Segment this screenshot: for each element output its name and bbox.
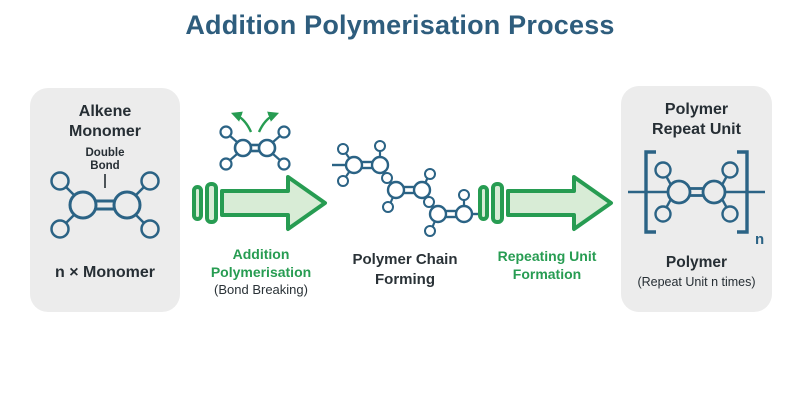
polymer-panel-title-text: Polymer Repeat Unit bbox=[652, 101, 741, 138]
alkene-monomer-structure-icon: Double Bond bbox=[50, 147, 160, 239]
polymer-repeat-unit-structure-icon: n bbox=[628, 150, 765, 248]
step1-sublabel: (Bond Breaking) bbox=[214, 282, 308, 298]
polymer-caption: Polymer bbox=[665, 254, 728, 271]
monomer-panel-title: Alkene Monomer bbox=[30, 102, 180, 142]
curved-arrow-left-icon bbox=[230, 111, 253, 133]
polymer-panel-title: Polymer Repeat Unit bbox=[621, 100, 772, 140]
process-arrow-2-icon bbox=[478, 175, 613, 231]
polymer-caption-sub: (Repeat Unit n times) bbox=[637, 275, 756, 289]
monomer-panel: Alkene Monomer Double Bond n × Monomer bbox=[30, 88, 180, 312]
repeat-subscript-n: n bbox=[755, 231, 764, 248]
double-bond-label-line2: Bond bbox=[90, 160, 119, 172]
ethene-molecule bbox=[50, 171, 160, 239]
step1-label: Addition Polymerisation (Bond Breaking) bbox=[186, 245, 336, 299]
chain-label: Polymer Chain Forming bbox=[352, 251, 458, 288]
polymer-panel: Polymer Repeat Unit bbox=[621, 86, 772, 312]
step2-label: Repeating Unit Formation bbox=[472, 247, 622, 283]
double-bond-label-line1: Double bbox=[86, 147, 125, 159]
step1-label-text: Addition Polymerisation bbox=[210, 246, 312, 281]
polymer-chain-structure-icon bbox=[332, 140, 479, 237]
page-title: Addition Polymerisation Process bbox=[185, 10, 615, 40]
step2-label-text: Repeating Unit Formation bbox=[497, 248, 597, 283]
curved-arrow-right-icon bbox=[257, 111, 280, 133]
monomer-panel-title-text: Alkene Monomer bbox=[69, 103, 141, 140]
bond-breaking-molecule-icon bbox=[219, 111, 291, 171]
process-arrow-1-icon bbox=[192, 175, 327, 231]
monomer-caption: n × Monomer bbox=[54, 264, 155, 281]
small-ethene-molecule bbox=[219, 125, 291, 171]
